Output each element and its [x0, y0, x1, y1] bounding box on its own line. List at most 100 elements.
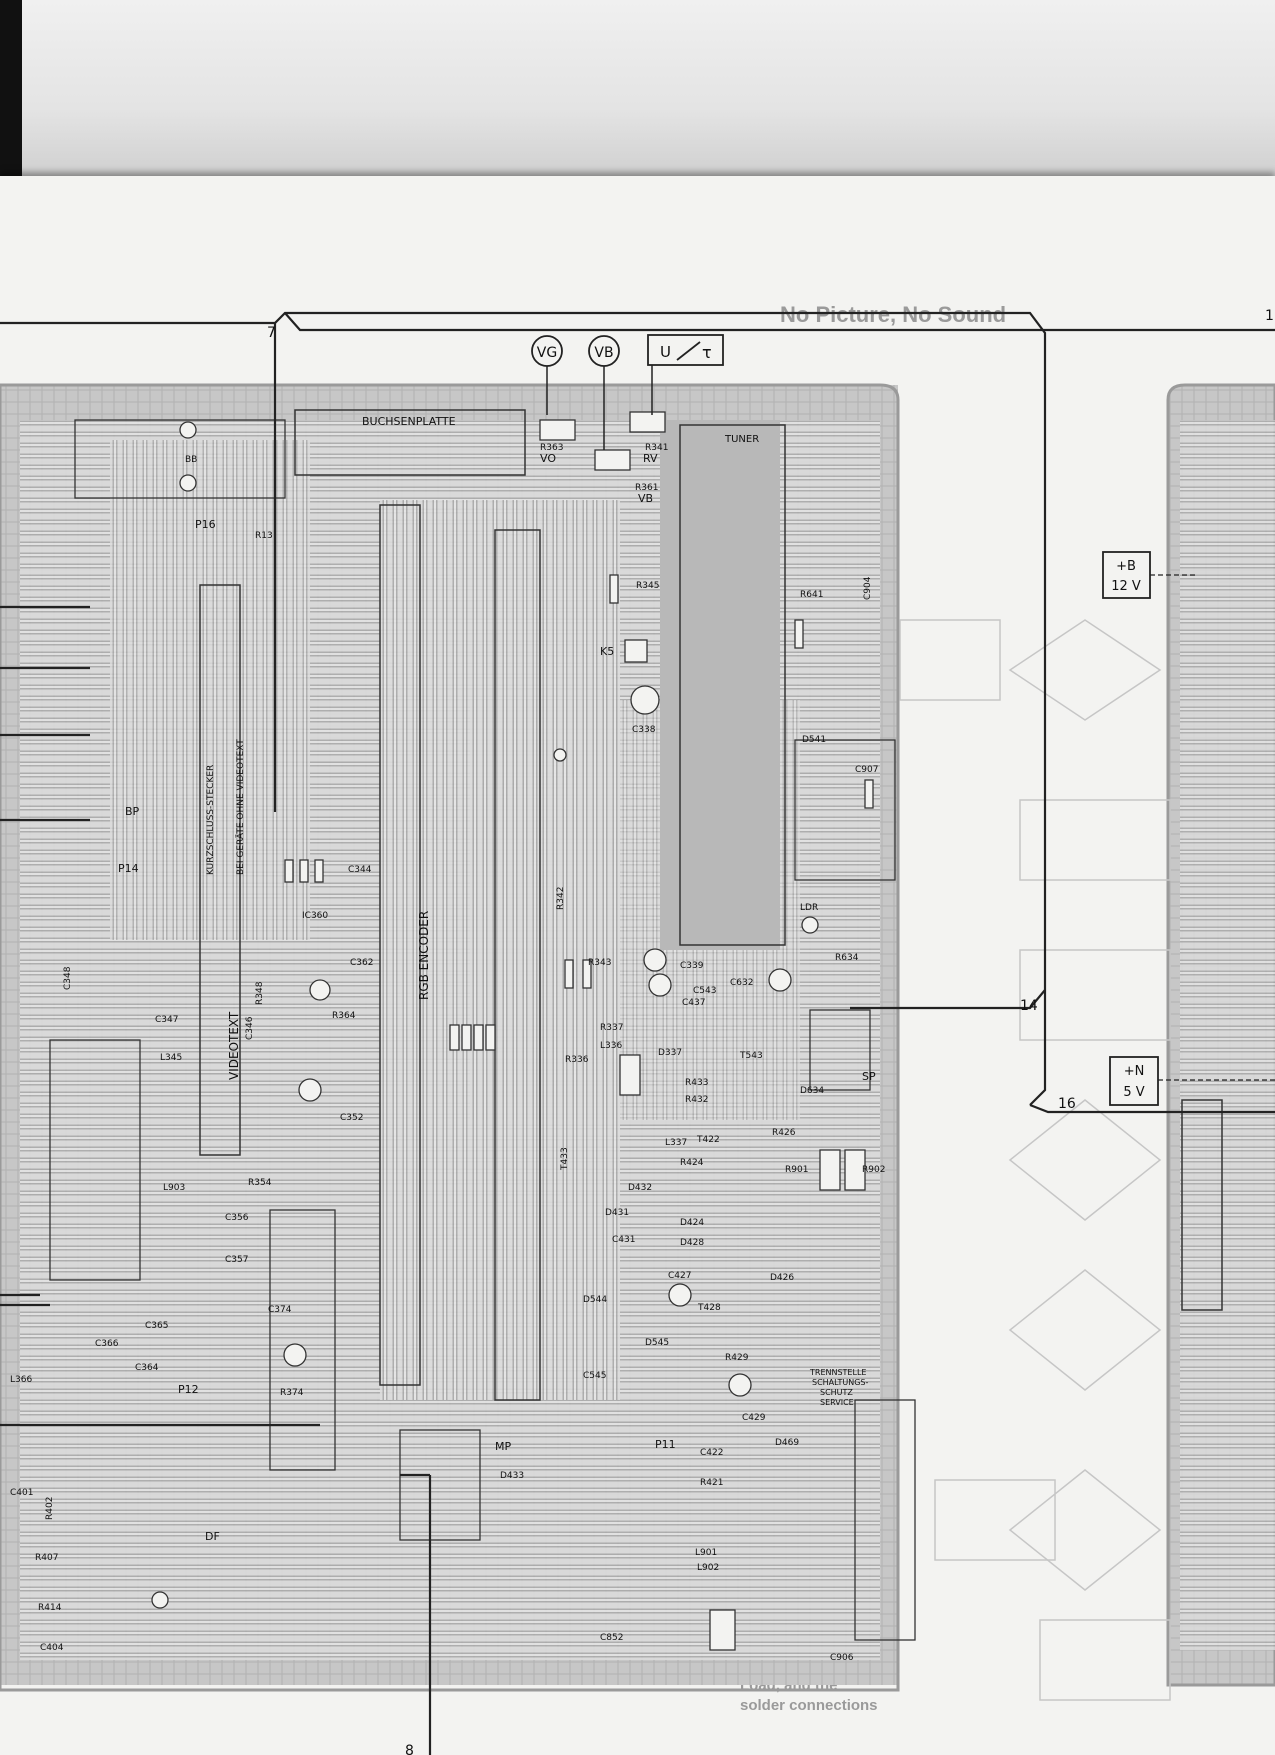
- label-r424: R424: [680, 1158, 704, 1168]
- label-c852: C852: [600, 1633, 623, 1643]
- label-schutz: SCHUTZ: [820, 1388, 853, 1397]
- label-c352: C352: [340, 1113, 363, 1123]
- label-c632: C632: [730, 978, 753, 988]
- test-point-vg: VG: [531, 335, 563, 415]
- label-vo: VO: [540, 452, 556, 465]
- label-r374: R374: [280, 1388, 304, 1398]
- label-r336: R336: [565, 1055, 589, 1065]
- label-r343: R343: [588, 958, 611, 968]
- component-marks: [151, 411, 874, 1651]
- scanner-background: [0, 0, 1275, 180]
- label-d469: D469: [775, 1438, 799, 1448]
- label-kurzschluss: KURZSCHLUSS-STECKER: [206, 765, 216, 875]
- svg-text:+N: +N: [1124, 1064, 1145, 1079]
- label-service: SERVICE: [820, 1398, 854, 1407]
- label-c356: C356: [225, 1213, 249, 1223]
- svg-text:VG: VG: [537, 345, 557, 361]
- label-r402: R402: [45, 1497, 55, 1520]
- label-k5: K5: [600, 645, 614, 658]
- label-c366: C366: [95, 1339, 119, 1349]
- label-r361: R361: [635, 483, 658, 493]
- label-r363: R363: [540, 443, 563, 453]
- label-c543: C543: [693, 986, 716, 996]
- ghost-flowchart: [899, 619, 1171, 1701]
- node-1: 1: [1265, 308, 1274, 324]
- label-r13: R13: [255, 531, 273, 541]
- label-p16: P16: [195, 518, 216, 531]
- signal-lines: [0, 311, 1275, 1755]
- label-p14: P14: [118, 862, 139, 875]
- label-c404: C404: [40, 1643, 64, 1653]
- label-l345: L345: [160, 1053, 182, 1063]
- label-p12: P12: [178, 1383, 199, 1396]
- label-l902: L902: [697, 1563, 719, 1573]
- label-r634: R634: [835, 953, 859, 963]
- node-7: 7: [267, 325, 276, 341]
- label-r342: R342: [556, 887, 566, 910]
- label-r433: R433: [685, 1078, 708, 1088]
- node-14: 14: [1020, 998, 1038, 1014]
- label-r345: R345: [636, 581, 659, 591]
- label-rgb-encoder: RGB ENCODER: [417, 911, 431, 1000]
- label-videotext: VIDEOTEXT: [227, 1011, 241, 1080]
- label-c906: C906: [830, 1653, 854, 1663]
- label-rv: RV: [643, 452, 658, 465]
- svg-text:U: U: [660, 343, 671, 361]
- label-r354: R354: [248, 1178, 272, 1188]
- label-r364: R364: [332, 1011, 356, 1021]
- label-r348: R348: [255, 981, 265, 1005]
- voltage-time-symbol: U τ: [647, 334, 724, 415]
- label-c347: C347: [155, 1015, 178, 1025]
- label-ic360: IC360: [302, 911, 328, 921]
- label-r337: R337: [600, 1023, 623, 1033]
- svg-text:12 V: 12 V: [1111, 579, 1141, 594]
- label-r902: R902: [862, 1165, 885, 1175]
- supply-box-12v: +B 12 V: [1102, 551, 1195, 599]
- label-c437: C437: [682, 998, 705, 1008]
- label-d337: D337: [658, 1048, 682, 1058]
- label-r426: R426: [772, 1128, 796, 1138]
- ghost-title: No Picture, No Sound: [780, 302, 1006, 327]
- label-bb: BB: [185, 455, 197, 465]
- label-sp: SP: [862, 1070, 876, 1083]
- label-c422: C422: [700, 1448, 723, 1458]
- label-t428: T428: [697, 1303, 721, 1313]
- adjacent-circuit-board: [1166, 383, 1275, 1687]
- label-c545: C545: [583, 1371, 606, 1381]
- label-d426: D426: [770, 1273, 794, 1283]
- label-l366: L366: [10, 1375, 32, 1385]
- label-bp: BP: [125, 805, 140, 818]
- label-ldr: LDR: [800, 903, 818, 913]
- label-c427: C427: [668, 1271, 691, 1281]
- label-d433: D433: [500, 1471, 524, 1481]
- silkscreen-labels: BUCHSENPLATTE TUNER RGB ENCODER VIDEOTEX…: [10, 415, 885, 1663]
- svg-text:+B: +B: [1116, 559, 1136, 574]
- label-c357: C357: [225, 1255, 248, 1265]
- label-d544: D544: [583, 1295, 607, 1305]
- label-trennstelle: TRENNSTELLE: [809, 1368, 866, 1377]
- label-d545: D545: [645, 1338, 669, 1348]
- node-16: 16: [1058, 1096, 1076, 1112]
- label-d432: D432: [628, 1183, 652, 1193]
- label-c401: C401: [10, 1488, 33, 1498]
- label-d431: D431: [605, 1208, 629, 1218]
- label-c346: C346: [245, 1016, 255, 1040]
- label-c344: C344: [348, 865, 372, 875]
- node-8: 8: [405, 1743, 414, 1755]
- main-circuit-board: [0, 383, 916, 1692]
- label-c338: C338: [632, 725, 656, 735]
- label-c364: C364: [135, 1363, 159, 1373]
- label-t422: T422: [696, 1135, 720, 1145]
- label-schaltungs: SCHALTUNGS-: [812, 1378, 869, 1387]
- label-c374: C374: [268, 1305, 292, 1315]
- test-point-vb: VB: [588, 335, 620, 450]
- label-tuner: TUNER: [724, 434, 759, 445]
- ghost-text-2: solder connections: [740, 1697, 878, 1714]
- label-d541: D541: [802, 735, 826, 745]
- label-r429: R429: [725, 1353, 749, 1363]
- label-c429: C429: [742, 1413, 766, 1423]
- binding-edge: [0, 0, 22, 185]
- label-c907: C907: [855, 765, 878, 775]
- supply-box-5v: +N 5 V: [1109, 1056, 1275, 1106]
